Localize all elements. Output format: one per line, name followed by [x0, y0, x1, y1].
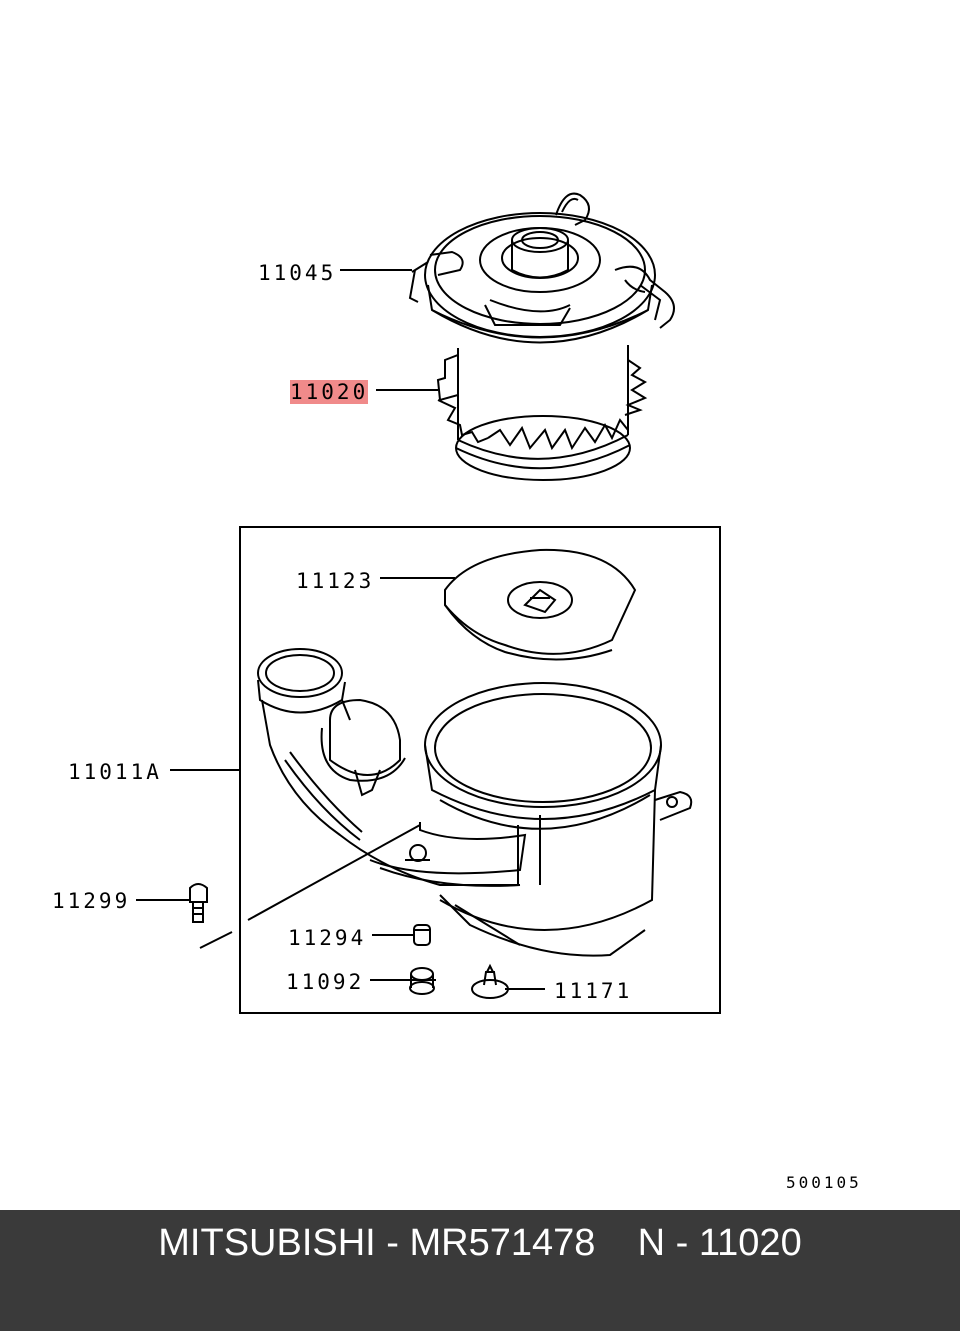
label-11294: 11294	[288, 926, 367, 950]
grommet-11092	[408, 967, 436, 995]
label-11123: 11123	[296, 569, 375, 593]
plate-11123	[444, 548, 637, 661]
collar-11294	[413, 924, 431, 946]
label-11020-highlighted[interactable]: 11020	[290, 380, 369, 404]
footer-part-info: MITSUBISHI - MR571478 N - 11020	[158, 1222, 802, 1264]
bolt-11299	[189, 883, 233, 949]
diagram-reference-code: 500105	[786, 1173, 862, 1192]
valve-11171	[471, 963, 509, 999]
label-11171: 11171	[554, 979, 633, 1003]
cover-11045	[408, 192, 675, 344]
parts-diagram	[136, 192, 721, 1014]
label-11045: 11045	[258, 261, 337, 285]
label-11092: 11092	[286, 970, 365, 994]
diagonal-pointer	[247, 824, 421, 921]
footer-bar	[0, 1210, 960, 1331]
label-11011a: 11011A	[68, 760, 162, 784]
case-11011a	[257, 648, 693, 957]
label-11299: 11299	[52, 889, 131, 913]
filter-element-11020	[436, 345, 648, 481]
